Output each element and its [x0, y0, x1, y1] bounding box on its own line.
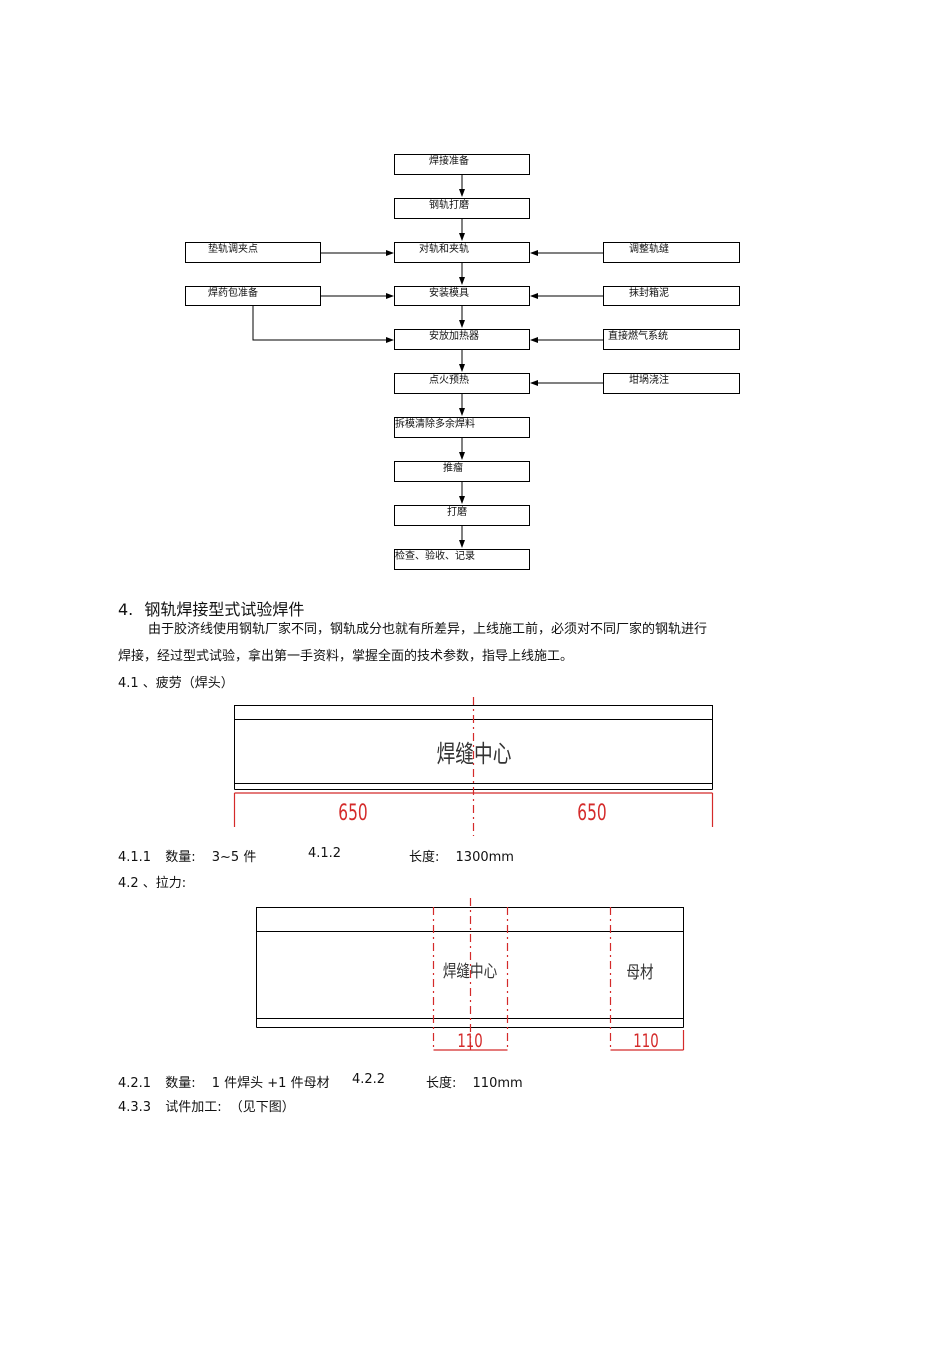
flow-step-align-clamp: 对轨和夹轨: [394, 242, 530, 263]
section-title: 钢轨焊接型式试验焊件: [144, 600, 305, 619]
flow-step-label: 检查、验收、记录: [395, 551, 475, 562]
flow-step-label: 调整轨缝: [629, 244, 669, 255]
spec-line-4-1: 4.1.1 数量: 3~5 件: [118, 846, 256, 865]
flow-step-label: 安放加热器: [429, 331, 479, 342]
flow-step-label: 推瘤: [443, 463, 463, 474]
flow-step-rail-pad: 垫轨调夹点: [185, 242, 321, 263]
dimension-label-base: 110: [633, 1030, 658, 1052]
base-metal-label: 母材: [626, 963, 653, 983]
spec-line-4-1-2: 4.1.2: [308, 846, 341, 861]
flow-step-label: 垫轨调夹点: [208, 244, 258, 255]
flow-step-label: 安装模具: [429, 288, 469, 299]
flow-step-seal-mud: 抹封箱泥: [603, 286, 740, 306]
flow-step-crucible-pour: 坩埚浇注: [603, 373, 740, 394]
flow-step-gas-system: 直接燃气系统: [603, 329, 740, 350]
spec-line-4-2-2: 4.2.2: [352, 1072, 385, 1087]
flowchart-connectors: [252, 175, 603, 548]
item-label: 长度:: [409, 850, 440, 865]
flow-step-grinding: 打磨: [394, 505, 530, 526]
tension-specimen-diagram: 焊缝中心 母材 110 110: [256, 898, 685, 1052]
dimension-lines: [233, 697, 714, 836]
flow-step-powder-prep: 焊药包准备: [185, 286, 321, 306]
section-paragraph-line: 由于胶济线使用钢轨厂家不同，钢轨成分也就有所差异，上线施工前，必须对不同厂家的钢…: [148, 622, 708, 637]
item-number: 4.1.1: [118, 850, 152, 865]
weld-center-label: 焊缝中心: [443, 962, 497, 982]
fatigue-specimen-diagram: 焊缝中心 650 650: [233, 697, 714, 836]
dimension-lines: [432, 898, 685, 1052]
dimension-label-weld: 110: [457, 1030, 482, 1052]
flow-step-rail-grinding: 钢轨打磨: [394, 198, 530, 219]
flow-step-label: 钢轨打磨: [429, 200, 469, 211]
item-number: 4.2.2: [352, 1072, 386, 1087]
flow-step-inspect-record: 检查、验收、记录: [394, 549, 530, 570]
flow-step-ignite-preheat: 点火预热: [394, 373, 530, 394]
item-number: 4.3.3: [118, 1100, 152, 1115]
flow-step-adjust-gap: 调整轨缝: [603, 242, 740, 263]
spec-line-4-1-2-value: 长度: 1300mm: [409, 846, 514, 865]
flow-step-weld-prep: 焊接准备: [394, 154, 530, 175]
flow-step-label: 打磨: [447, 507, 467, 518]
flow-step-install-mold: 安装模具: [394, 286, 530, 306]
section-paragraph-line: 焊接，经过型式试验，拿出第一手资料，掌握全面的技术参数，指导上线施工。: [118, 649, 574, 664]
item-number: 4.1.2: [308, 846, 342, 861]
flow-step-label: 对轨和夹轨: [419, 244, 469, 255]
subsection-heading-fatigue: 4.1 、疲劳（焊头）: [118, 676, 234, 691]
item-value: 1 件焊头 +1 件母材: [211, 1076, 330, 1091]
spec-line-4-2-1: 4.2.1 数量: 1 件焊头 +1 件母材: [118, 1072, 330, 1091]
flow-step-label: 抹封箱泥: [629, 288, 669, 299]
spec-line-4-3-3: 4.3.3 试件加工: （见下图）: [118, 1096, 295, 1115]
item-value: 3~5 件: [211, 850, 257, 865]
item-label: 长度:: [426, 1076, 457, 1091]
section-number: 4.: [118, 600, 134, 619]
flow-step-label: 直接燃气系统: [608, 331, 668, 342]
item-label: 试件加工:: [165, 1100, 222, 1115]
dimension-label-right: 650: [577, 800, 606, 825]
dimension-label-left: 650: [338, 800, 367, 825]
item-value: （见下图）: [229, 1100, 295, 1115]
flow-step-label: 焊药包准备: [208, 288, 258, 299]
subsection-heading-tension: 4.2 、拉力:: [118, 876, 187, 891]
flow-step-remove-mold: 拆模清除多余焊料: [394, 417, 530, 438]
flow-step-label: 焊接准备: [429, 156, 469, 167]
section-heading: 4. 钢轨焊接型式试验焊件: [118, 596, 304, 620]
item-number: 4.2.1: [118, 1076, 152, 1091]
flow-step-label: 点火预热: [429, 375, 469, 386]
item-label: 数量:: [165, 1076, 196, 1091]
flow-step-label: 坩埚浇注: [629, 375, 669, 386]
item-value: 1300mm: [455, 850, 514, 865]
item-value: 110mm: [472, 1076, 523, 1091]
item-label: 数量:: [165, 850, 196, 865]
flow-step-push-excess: 推瘤: [394, 461, 530, 482]
flow-step-label: 拆模清除多余焊料: [395, 419, 475, 430]
flow-step-place-heater: 安放加热器: [394, 329, 530, 350]
weld-center-label: 焊缝中心: [437, 741, 512, 769]
spec-line-4-2-2-value: 长度: 110mm: [426, 1072, 523, 1091]
